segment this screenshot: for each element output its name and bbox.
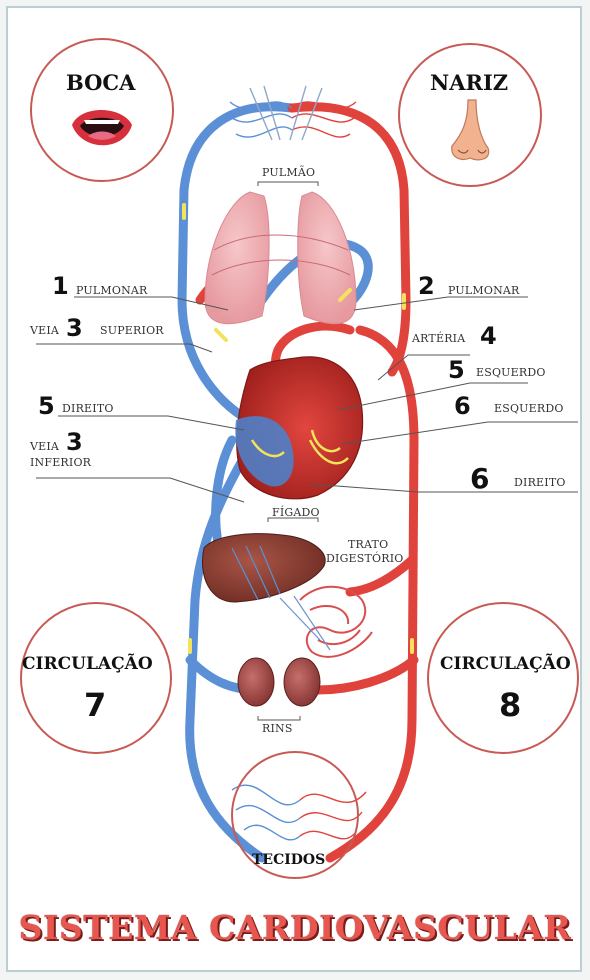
circulacao-7-number: 7 — [84, 686, 106, 724]
digestorio-label: DIGESTÓRIO — [326, 552, 404, 565]
label-5a-number: 5 — [448, 356, 465, 384]
capillary-bottom — [232, 785, 366, 840]
label-3b-prefix: VEIA — [30, 440, 59, 453]
circulacao-8-number: 8 — [499, 686, 521, 724]
circulacao-8-circle — [428, 603, 578, 753]
diagram-title: SISTEMA CARDIOVASCULAR — [0, 908, 590, 947]
label-6b-text: DIREITO — [514, 476, 566, 489]
label-1-text: PULMONAR — [76, 284, 148, 297]
kidneys — [238, 658, 320, 706]
mouth-icon — [72, 110, 132, 145]
label-6a-number: 6 — [454, 392, 471, 420]
tecidos-label: TECIDOS — [252, 852, 325, 868]
label-4-prefix: ARTÉRIA — [412, 332, 465, 345]
trato-label: TRATO — [348, 538, 388, 551]
label-5a-text: ESQUERDO — [476, 366, 546, 379]
label-2-number: 2 — [418, 272, 435, 300]
heart — [235, 357, 362, 499]
lower-vein — [190, 450, 262, 858]
label-3b-text: INFERIOR — [30, 456, 91, 469]
label-5b-number: 5 — [38, 392, 55, 420]
circulacao-7-circle — [21, 603, 171, 753]
nose-icon — [452, 100, 489, 160]
label-4-number: 4 — [480, 322, 497, 350]
rins-label: RINS — [262, 722, 293, 735]
label-2-text: PULMONAR — [448, 284, 520, 297]
label-6a-text: ESQUERDO — [494, 402, 564, 415]
digestive-tract — [280, 587, 372, 657]
circulacao-7-label: CIRCULAÇÃO — [22, 654, 153, 674]
boca-circle — [31, 39, 173, 181]
label-5b-text: DIREITO — [62, 402, 114, 415]
nariz-label: NARIZ — [430, 70, 508, 95]
label-1-number: 1 — [52, 272, 69, 300]
pulmao-label: PULMÃO — [262, 166, 315, 179]
label-3a-prefix: VEIA — [30, 324, 59, 337]
renal-artery — [318, 660, 414, 690]
liver — [202, 534, 325, 602]
circulacao-8-label: CIRCULAÇÃO — [440, 654, 571, 674]
lungs — [205, 192, 356, 324]
label-6b-number: 6 — [470, 462, 489, 495]
label-3a-text: SUPERIOR — [100, 324, 164, 337]
label-3b-number: 3 — [66, 428, 83, 456]
figado-label: FÍGADO — [272, 506, 320, 519]
label-3a-number: 3 — [66, 314, 83, 342]
boca-label: BOCA — [66, 70, 135, 95]
